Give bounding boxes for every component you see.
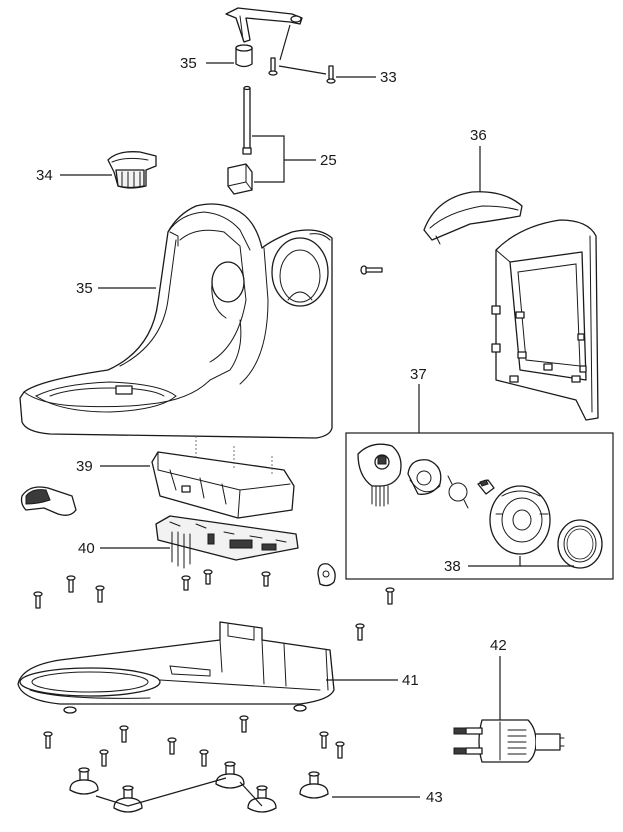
seal-ring bbox=[557, 519, 603, 569]
tilt-lever-arm bbox=[225, 7, 303, 43]
top-cover-cap bbox=[423, 191, 523, 245]
screws-row-lower bbox=[43, 715, 345, 767]
speed-lever bbox=[20, 486, 77, 516]
main-housing-body bbox=[19, 203, 333, 439]
detail-box bbox=[345, 432, 614, 580]
rubber-feet bbox=[69, 761, 329, 813]
callout-36: 36 bbox=[470, 127, 487, 144]
shaft-rod bbox=[242, 85, 252, 155]
screw-33-right bbox=[326, 65, 336, 84]
cable-clip bbox=[317, 563, 336, 587]
callout-37: 37 bbox=[410, 366, 427, 383]
switch-assembly bbox=[357, 443, 402, 507]
callout-43: 43 bbox=[426, 789, 443, 806]
rear-cover-panel bbox=[491, 219, 599, 421]
screw-33-left bbox=[268, 57, 278, 76]
callout-35-body: 35 bbox=[76, 280, 93, 297]
callout-25: 25 bbox=[320, 152, 337, 169]
power-plug bbox=[453, 719, 565, 763]
callout-34: 34 bbox=[36, 167, 53, 184]
drive-hub-disc bbox=[489, 485, 551, 555]
callout-38: 38 bbox=[444, 558, 461, 575]
callout-39: 39 bbox=[76, 458, 93, 475]
speed-knob-clip bbox=[107, 151, 157, 189]
callout-40: 40 bbox=[78, 540, 95, 557]
callout-42: 42 bbox=[490, 637, 507, 654]
gear-ring-small bbox=[407, 459, 442, 495]
base-plate bbox=[17, 621, 335, 714]
latch-block bbox=[227, 163, 253, 195]
circuit-board bbox=[155, 515, 299, 569]
callout-35-top: 35 bbox=[180, 55, 197, 72]
spring-clip bbox=[447, 475, 469, 509]
small-latch bbox=[477, 479, 495, 495]
screws-row-upper bbox=[33, 569, 395, 641]
pivot-pin bbox=[235, 44, 253, 68]
callout-41: 41 bbox=[402, 672, 419, 689]
small-screw-body bbox=[360, 265, 383, 275]
inner-tray bbox=[151, 436, 295, 519]
callout-33: 33 bbox=[380, 69, 397, 86]
